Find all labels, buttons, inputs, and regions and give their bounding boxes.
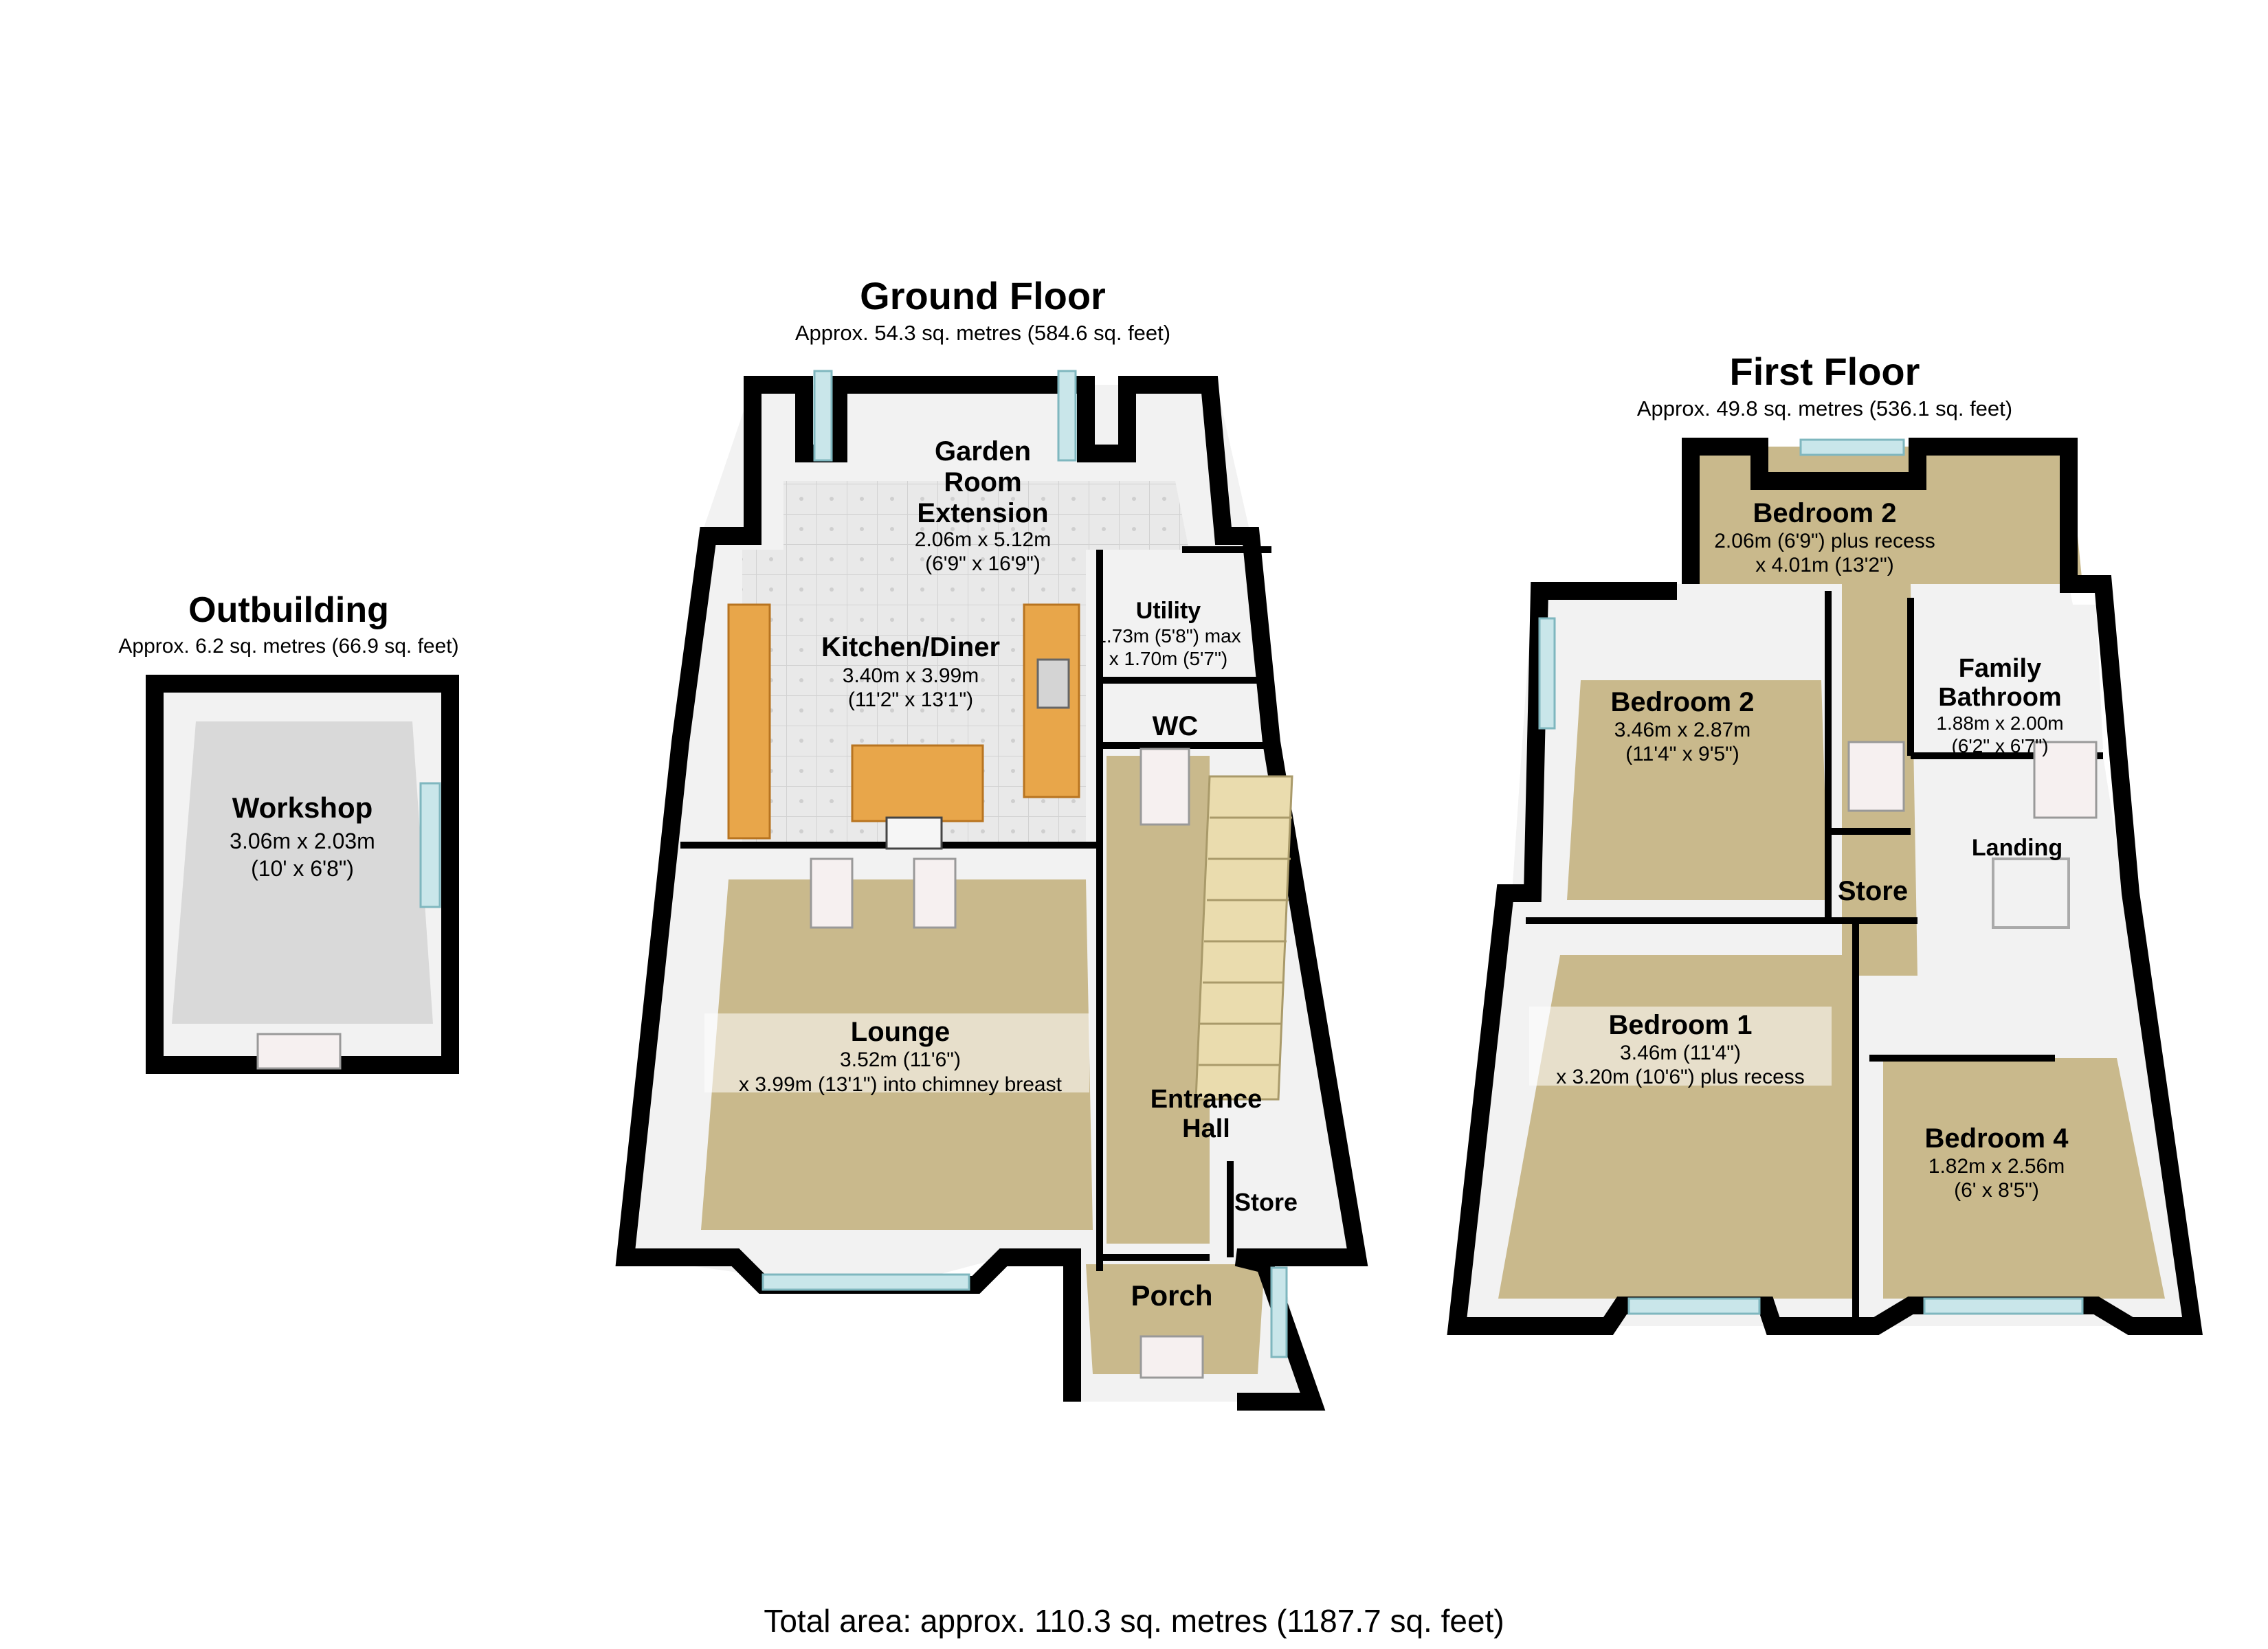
porch-floor: [1086, 1264, 1265, 1374]
first-floor-title: First Floor: [1730, 350, 1920, 393]
landing-door: [2033, 741, 2098, 819]
workshop-name: Workshop: [232, 792, 373, 824]
bedroom1-name: Bedroom 1: [1609, 1010, 1753, 1040]
utility-name: Utility: [1136, 598, 1201, 624]
bedroom1-window: [1627, 1297, 1761, 1315]
outbuilding-plan: [146, 675, 459, 1074]
utility-floor: [1100, 550, 1258, 680]
total-area: Total area: approx. 110.3 sq. metres (11…: [764, 1603, 1504, 1639]
garden-room-name-2: Room: [944, 467, 1021, 497]
kitchen-to-lounge-door-left: [810, 857, 854, 929]
lounge-bay-window: [761, 1273, 970, 1291]
bedroom2-window: [1538, 617, 1556, 730]
landing-banister: [1992, 857, 2070, 929]
bedroom2-dim1: 3.46m x 2.87m: [1614, 719, 1750, 741]
garden-room-glass-door-right: [1057, 370, 1077, 462]
garden-room-dim1: 2.06m x 5.12m: [915, 528, 1051, 551]
porch-front-door: [1139, 1335, 1204, 1379]
ground-floor-outer-wall: [615, 376, 1368, 1411]
porch-name: Porch: [1131, 1279, 1212, 1312]
garden-room-name-1: Garden: [935, 436, 1031, 467]
garden-room-dim2: (6'9" x 16'9"): [925, 552, 1041, 575]
bathroom-name-1: Family: [1959, 654, 2041, 683]
workshop-dim1: 3.06m x 2.03m: [230, 829, 375, 853]
kitchen-island: [851, 744, 984, 822]
workshop-dim2: (10' x 6'8"): [251, 856, 354, 881]
ground-floor-area: Approx. 54.3 sq. metres (584.6 sq. feet): [795, 321, 1170, 345]
workshop-door: [256, 1033, 342, 1070]
wc-floor: [1100, 680, 1258, 745]
bedroom1-dim2: x 3.20m (10'6") plus recess: [1556, 1066, 1805, 1088]
bedroom2-floor: [1567, 680, 1828, 900]
kitchen-dim2: (11'2" x 13'1"): [848, 688, 973, 711]
kitchen-dim1: 3.40m x 3.99m: [843, 664, 979, 687]
bedroom2-dim2: (11'4" x 9'5"): [1625, 743, 1739, 765]
workshop-window: [419, 782, 441, 908]
kitchen-floor: [742, 550, 1086, 845]
lounge-dim2: x 3.99m (13'1") into chimney breast: [739, 1073, 1063, 1096]
staircase: [1194, 775, 1293, 1101]
garden-room-floor: [783, 481, 1189, 550]
garden-room-glass-door-left: [813, 370, 833, 462]
first-store-name: Store: [1838, 876, 1908, 906]
hall-floor: [1107, 756, 1210, 1244]
utility-dim1: 1.73m (5'8") max: [1096, 625, 1241, 647]
landing-name: Landing: [1972, 835, 2063, 861]
kitchen-worktop-right: [1023, 603, 1080, 798]
bathroom-dim1: 1.88m x 2.00m: [1936, 713, 2063, 734]
lounge-dim1: 3.52m (11'6"): [840, 1048, 961, 1071]
lounge-name: Lounge: [851, 1017, 950, 1047]
first-floor-area: Approx. 49.8 sq. metres (536.1 sq. feet): [1637, 396, 2012, 420]
bedroom4-dim2: (6' x 8'5"): [1954, 1179, 2039, 1202]
bedroom2-top-dim2: x 4.01m (13'2"): [1755, 554, 1893, 576]
utility-dim2: x 1.70m (5'7"): [1109, 648, 1227, 669]
kitchen-name: Kitchen/Diner: [821, 632, 1000, 662]
first-floor-outer-wall: [1447, 438, 2203, 1335]
wc-name: WC: [1153, 711, 1199, 741]
bedroom2-name: Bedroom 2: [1611, 687, 1755, 717]
kitchen-worktop-left: [727, 603, 771, 840]
bedroom2-top-name: Bedroom 2: [1753, 498, 1897, 528]
outbuilding-title: Outbuilding: [188, 590, 389, 630]
garden-room-name-3: Extension: [917, 498, 1048, 528]
ground-store-name: Store: [1234, 1188, 1298, 1216]
bedroom4-window: [1923, 1297, 2084, 1315]
entrance-hall-name-1: Entrance: [1150, 1085, 1263, 1114]
bedroom2-top-window: [1799, 438, 1905, 456]
kitchen-to-lounge-door-right: [913, 857, 957, 929]
bathroom-floor: [1917, 605, 2103, 749]
ground-floor-title: Ground Floor: [860, 274, 1106, 317]
workshop-floor: [172, 721, 433, 1024]
sink-icon: [1036, 658, 1070, 709]
outbuilding-area: Approx. 6.2 sq. metres (66.9 sq. feet): [118, 635, 458, 658]
bathroom-dim2: (6'2" x 6'7"): [1951, 735, 2048, 756]
hob-icon: [885, 816, 943, 850]
entrance-hall-name-2: Hall: [1182, 1114, 1230, 1143]
wc-door: [1139, 748, 1190, 826]
porch-window: [1270, 1266, 1288, 1358]
bedroom4-floor: [1883, 1058, 2165, 1299]
bedroom1-dim1: 3.46m (11'4"): [1620, 1042, 1741, 1064]
bathroom-door: [1847, 741, 1905, 812]
bathroom-name-2: Bathroom: [1938, 683, 2061, 712]
bedroom2-top-dim1: 2.06m (6'9") plus recess: [1714, 530, 1935, 552]
bedroom4-name: Bedroom 4: [1925, 1123, 2069, 1154]
bedroom4-dim1: 1.82m x 2.56m: [1928, 1155, 2065, 1178]
